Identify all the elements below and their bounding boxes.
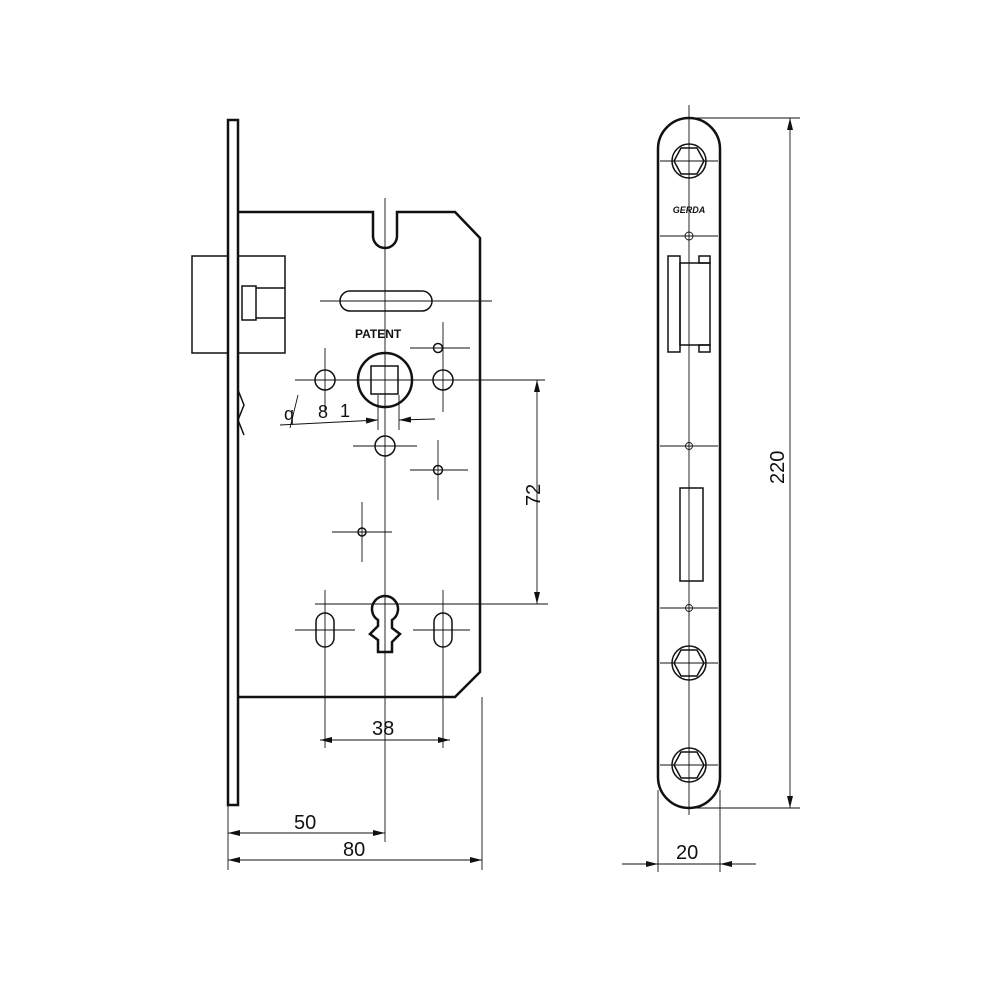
dimension-220: 220 (767, 118, 793, 808)
svg-text:38: 38 (372, 718, 394, 740)
brand-logo: GERDA (673, 205, 706, 215)
dimension-50: 50 (228, 812, 385, 836)
dimension-80: 80 (228, 839, 482, 863)
forend-plate (656, 116, 722, 810)
latch (191, 255, 286, 354)
square-dimension: q 8 1 (279, 394, 436, 430)
svg-text:220: 220 (767, 451, 789, 484)
svg-text:1: 1 (340, 401, 350, 421)
svg-text:50: 50 (294, 812, 316, 834)
svg-text:72: 72 (523, 484, 545, 506)
front-view: PATENT q 8 1 (191, 118, 548, 870)
screw-head-icon (660, 143, 718, 179)
svg-text:8: 8 (318, 402, 328, 422)
faceplate (226, 118, 240, 807)
svg-text:80: 80 (343, 839, 365, 861)
side-view: GERDA 220 (622, 105, 800, 872)
screw-head-icon (660, 645, 718, 681)
latch-opening (667, 255, 711, 353)
screw-head-icon (660, 747, 718, 783)
keyhole (368, 594, 402, 654)
bolt-opening (679, 487, 704, 582)
dimension-20: 20 (622, 842, 756, 867)
dimension-38: 38 (320, 718, 450, 743)
dimension-72: 72 (523, 380, 545, 604)
svg-text:q: q (284, 404, 294, 424)
lock-body (238, 210, 482, 699)
svg-text:20: 20 (676, 842, 698, 864)
patent-label: PATENT (355, 327, 402, 341)
spring-clip (237, 389, 245, 436)
